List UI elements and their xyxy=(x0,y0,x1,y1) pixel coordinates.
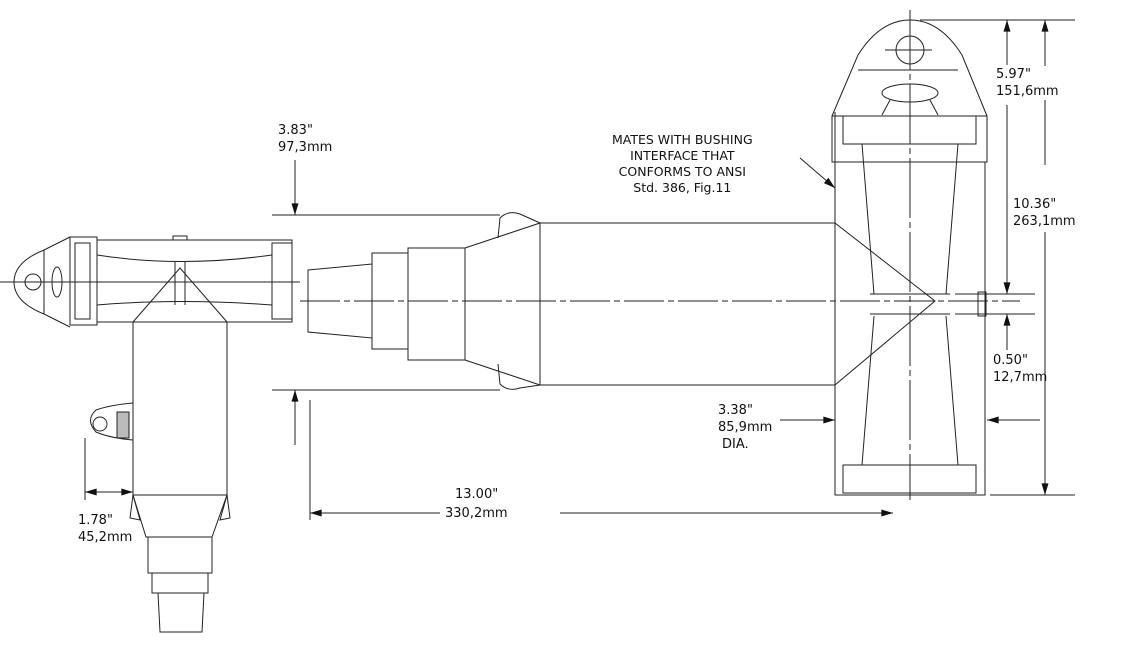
dim-inches: 10.36" xyxy=(1013,197,1057,212)
dim-test-point: 1.78" 45,2mm xyxy=(78,512,132,546)
dim-inches: 0.50" xyxy=(993,353,1028,368)
dim-inches: 5.97" xyxy=(996,67,1031,82)
dim-length-in: 13.00" xyxy=(455,487,499,502)
dim-inches: 1.78" xyxy=(78,513,113,528)
dim-mm: 85,9mm xyxy=(718,420,773,435)
dim-mm: 97,3mm xyxy=(278,140,333,155)
dim-mm: 45,2mm xyxy=(78,530,133,545)
dim-inches: 3.38" xyxy=(718,403,753,418)
dim-top-height: 3.83" 97,3mm xyxy=(278,122,332,156)
dim-upper: 5.97" 151,6mm xyxy=(996,66,1059,100)
bushing-housing xyxy=(831,10,1035,500)
note-line: MATES WITH BUSHING xyxy=(612,132,753,147)
dim-diameter: 3.38" 85,9mm DIA. xyxy=(718,402,772,453)
note-line: INTERFACE THAT xyxy=(630,148,735,163)
dim-mm: 12,7mm xyxy=(993,370,1048,385)
dim-mm: 263,1mm xyxy=(1013,214,1076,229)
dim-length-mm: 330,2mm xyxy=(445,506,508,521)
note-line: CONFORMS TO ANSI xyxy=(618,164,746,179)
dim-overall-height: 10.36" 263,1mm xyxy=(1013,196,1076,230)
note-line: Std. 386, Fig.11 xyxy=(633,180,732,195)
dim-mm: 151,6mm xyxy=(996,84,1059,99)
mating-note: MATES WITH BUSHING INTERFACE THAT CONFOR… xyxy=(612,132,753,196)
dim-inches: 3.83" xyxy=(278,123,313,138)
dim-stud: 0.50" 12,7mm xyxy=(993,352,1047,386)
dim-suffix: DIA. xyxy=(722,437,749,452)
side-view-connector xyxy=(0,235,300,633)
dimension-lines xyxy=(84,19,1075,520)
